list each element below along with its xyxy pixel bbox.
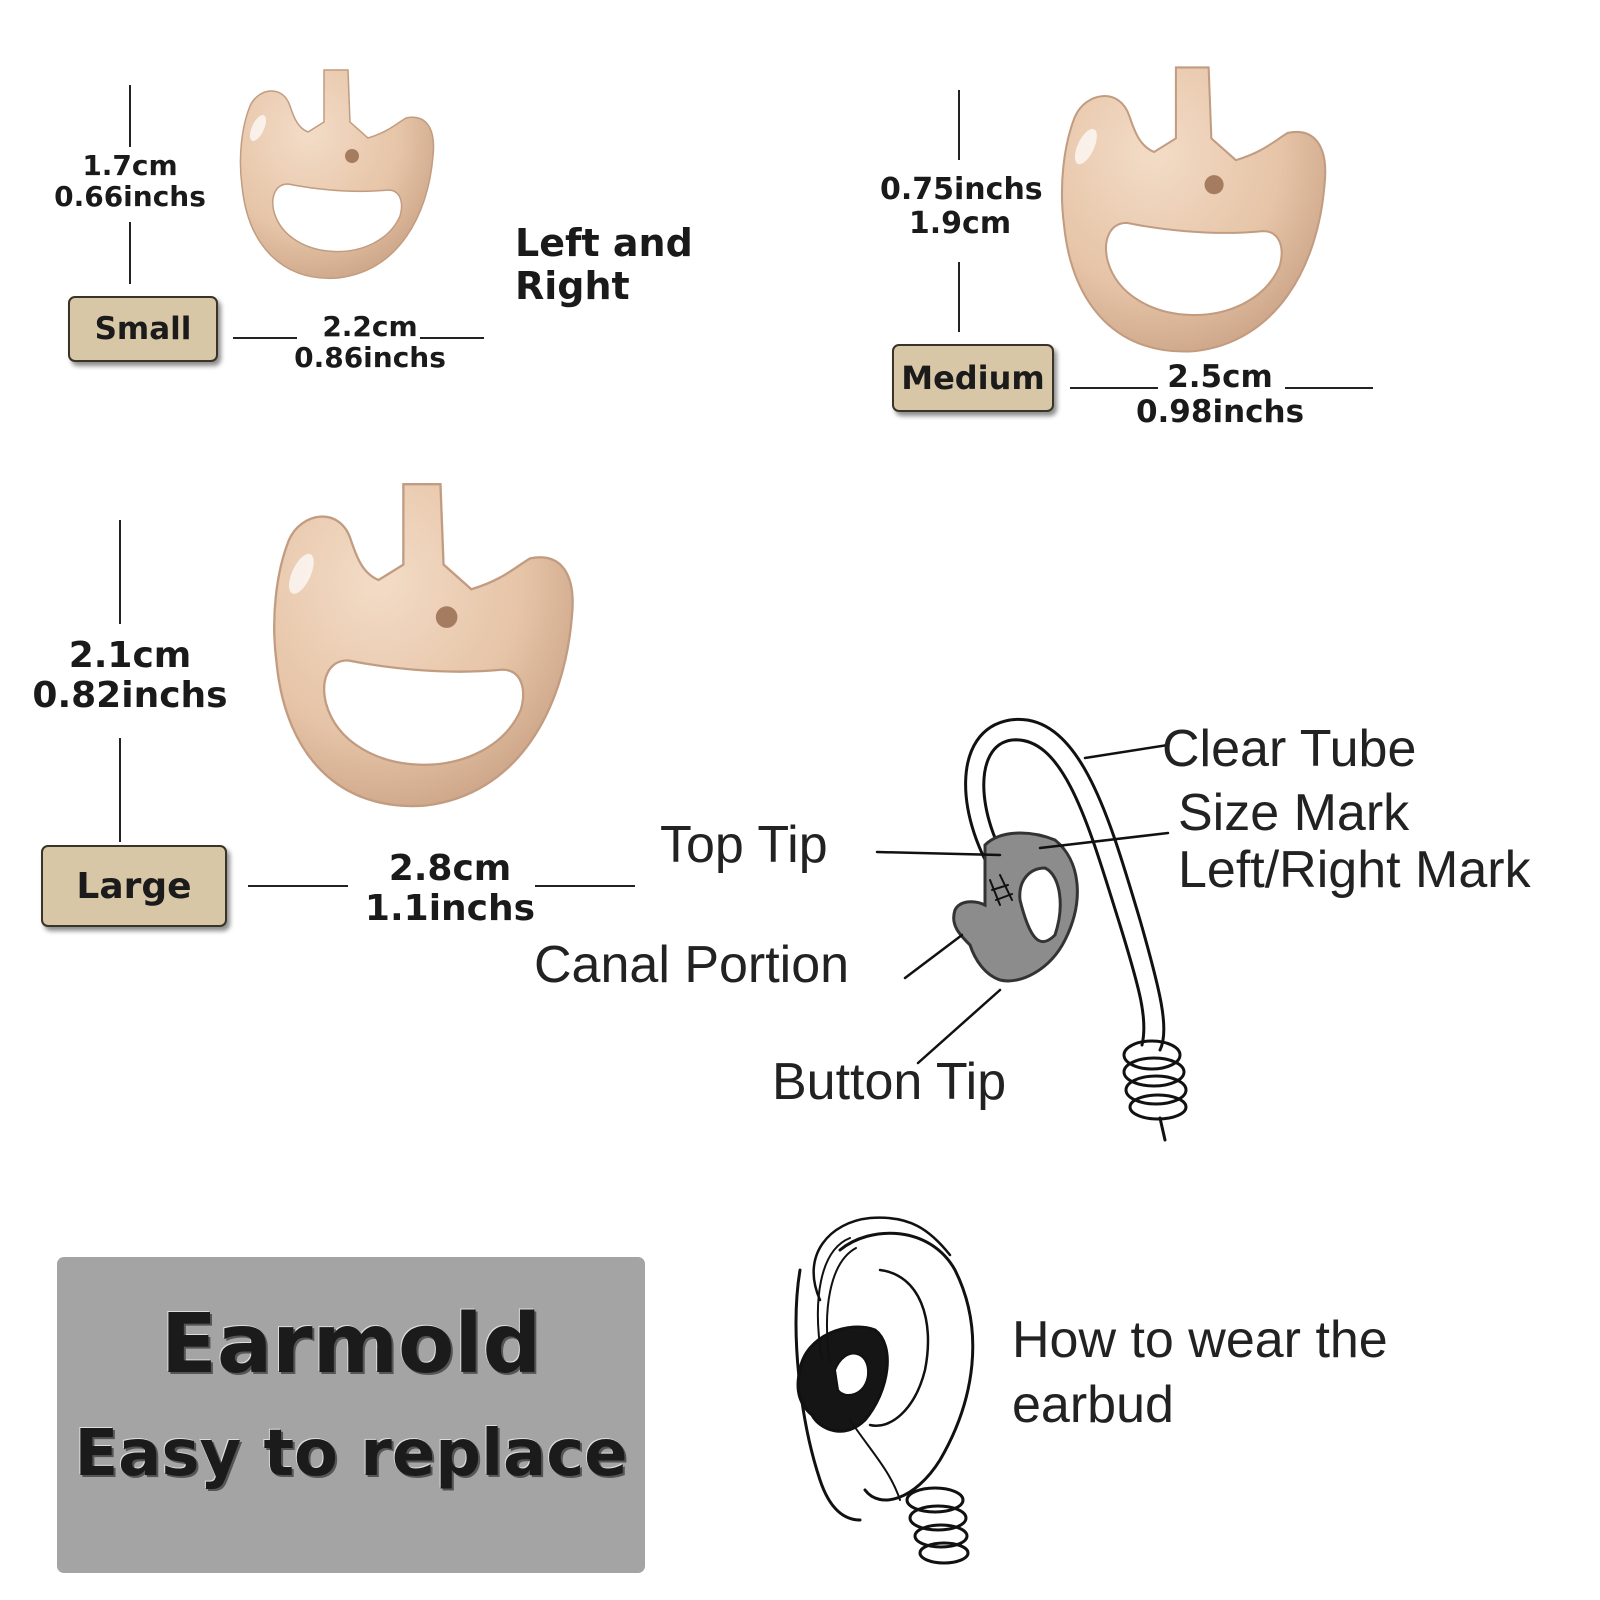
small-width-label: 2.2cm 0.86inchs [280,311,460,374]
top-tip-callout: Top Tip [660,816,828,874]
button-tip-callout: Button Tip [772,1053,1007,1111]
medium-height-in: 0.75inchs [880,172,1043,207]
large-width-line-left [248,885,348,887]
how-to-wear-line1: How to wear the [1012,1311,1388,1369]
small-height-line-top [129,85,131,147]
how-to-wear-line2: earbud [1012,1376,1174,1434]
earbud-parts-diagram [875,717,1188,1142]
large-height-line-bottom [119,738,121,842]
large-width-cm: 2.8cm [388,848,512,889]
small-size-tag: Small [68,296,218,362]
small-height-cm: 1.7cm [82,149,178,182]
medium-width-in: 0.98inchs [1135,393,1305,430]
medium-width-line-right [1285,387,1373,389]
badge-title: Earmold [160,1297,542,1392]
small-size-label: Small [94,311,192,347]
medium-earmold-image [1060,66,1327,353]
medium-height-label: 0.75inchs 1.9cm [880,172,1043,241]
medium-height-line-bottom [958,262,960,332]
left-right-mark-callout: Left/Right Mark [1178,841,1531,899]
earmold-badge: Earmold Easy to replace [57,1257,645,1573]
large-height-in: 0.82inchs [32,675,228,717]
large-height-cm: 2.1cm [68,635,192,676]
medium-width-label: 2.5cm 0.98inchs [1130,360,1310,429]
small-width-cm: 2.2cm [322,310,418,343]
large-height-label: 2.1cm 0.82inchs [30,635,230,717]
large-size-label: Large [76,865,192,907]
left-and-right-heading: Left and Right [515,221,693,308]
badge-subtitle: Easy to replace [74,1417,628,1491]
small-height-line-bottom [129,222,131,284]
small-width-line-left [233,337,297,339]
medium-size-label: Medium [901,359,1045,397]
large-size-tag: Large [41,845,227,927]
medium-size-tag: Medium [892,344,1054,412]
large-height-line-top [119,520,121,624]
medium-height-line-top [958,90,960,160]
small-width-in: 0.86inchs [294,341,446,375]
small-earmold-image [239,69,435,280]
medium-width-line-left [1070,387,1158,389]
large-width-line-right [535,885,635,887]
small-height-label: 1.7cm 0.66inchs [50,150,210,213]
large-width-in: 1.1inchs [364,888,536,930]
ear-wearing-diagram [794,1216,975,1565]
clear-tube-callout: Clear Tube [1162,720,1417,778]
small-height-in: 0.66inchs [54,180,206,214]
how-to-wear-text: How to wear the earbud [1012,1308,1388,1438]
medium-width-cm: 2.5cm [1167,359,1273,395]
canal-portion-callout: Canal Portion [534,936,850,994]
large-earmold-image [273,483,574,808]
size-mark-callout: Size Mark [1178,784,1410,842]
large-width-label: 2.8cm 1.1inchs [360,848,540,930]
small-width-line-right [420,337,484,339]
medium-height-cm: 1.9cm [908,205,1012,241]
